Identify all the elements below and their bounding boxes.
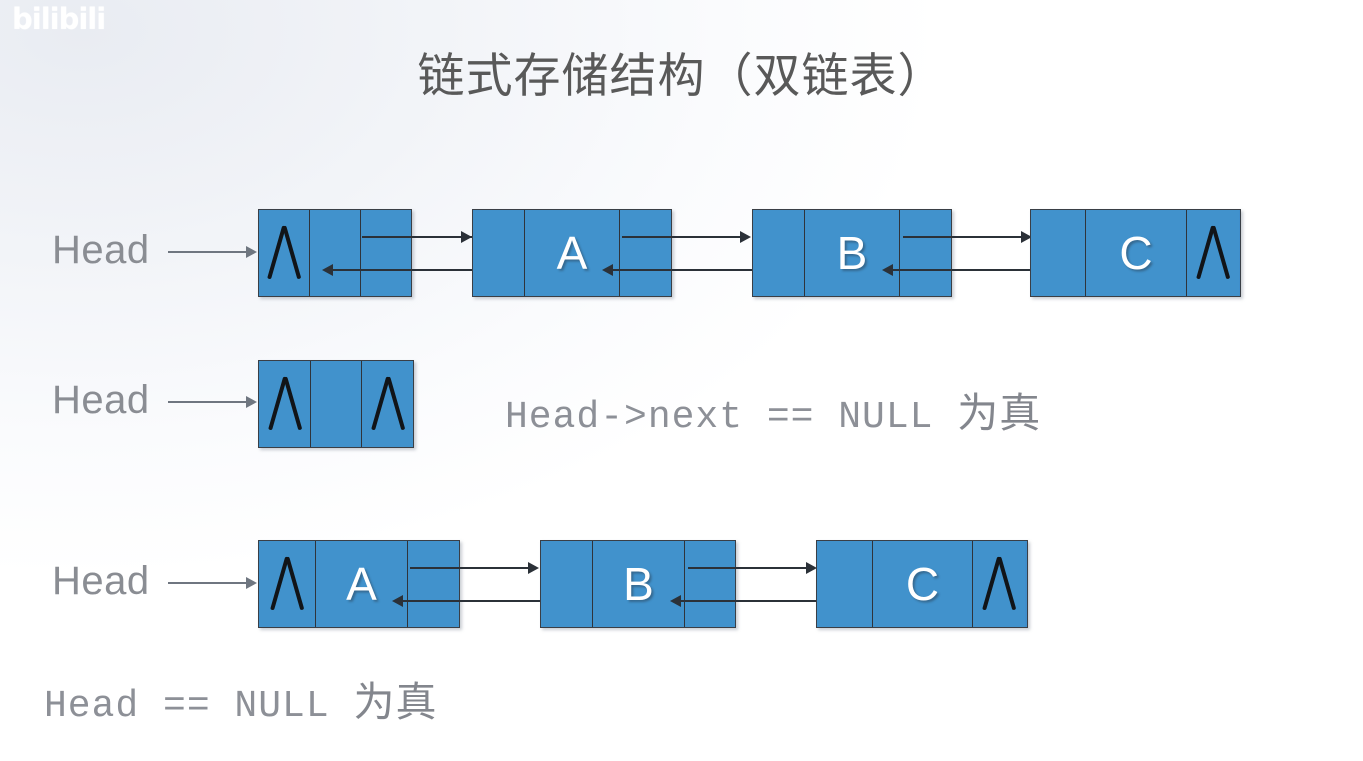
next-link-4-arrowhead	[528, 562, 539, 574]
cell-prev-null	[259, 210, 310, 296]
node-c[interactable]: C	[1030, 209, 1241, 297]
prev-link-5-arrowhead	[670, 595, 681, 607]
cell-sentinel-prev-null	[259, 361, 311, 447]
caption-head-next-null: Head->next == NULL 为真	[505, 379, 1041, 439]
null-mark-icon	[982, 556, 1016, 611]
node-head-sentinel[interactable]	[258, 209, 412, 297]
null-mark-icon	[267, 225, 301, 280]
prev-link-3-line	[888, 269, 1058, 272]
prev-link-2-arrowhead	[602, 264, 613, 276]
prev-link-1-arrowhead	[322, 264, 333, 276]
cell-b-prev	[753, 210, 805, 296]
cell-c2-next-null	[973, 541, 1025, 627]
next-link-3-line	[903, 236, 1025, 239]
cell-b-next	[900, 210, 951, 296]
prev-link-4-line	[398, 600, 566, 603]
node-b[interactable]: B	[752, 209, 952, 297]
head-arrow-line-row1	[168, 251, 246, 254]
cell-b2-data: B	[593, 541, 685, 627]
bilibili-watermark: bilibili	[12, 2, 106, 36]
page-title: 链式存储结构（双链表）	[417, 49, 946, 104]
node-b2[interactable]: B	[540, 540, 736, 628]
head-label-row1: Head	[52, 228, 150, 272]
prev-link-3-arrowhead	[882, 264, 893, 276]
null-mark-icon	[267, 376, 302, 431]
cell-a2-data: A	[316, 541, 408, 627]
next-link-4-line	[410, 567, 532, 570]
caption-head-next-null-cn: 为真	[957, 389, 1042, 437]
caption-head-null-cn: 为真	[353, 678, 438, 726]
prev-link-1-line	[328, 269, 496, 272]
null-mark-icon	[270, 556, 305, 611]
cell-a-prev	[473, 210, 525, 296]
caption-head-null: Head == NULL 为真	[44, 668, 437, 728]
head-arrow-line-row2	[168, 401, 246, 404]
cell-b2-next	[685, 541, 735, 627]
node-a[interactable]: A	[472, 209, 672, 297]
null-mark-icon	[370, 376, 405, 431]
head-arrow-tip-row2	[246, 396, 257, 408]
next-link-2-arrowhead	[740, 231, 751, 243]
head-arrow-tip-row3	[246, 577, 257, 589]
cell-a2-next	[407, 541, 460, 627]
caption-head-next-null-code: Head->next == NULL	[505, 396, 934, 439]
cell-c-data: C	[1086, 210, 1187, 296]
cell-b-data: B	[805, 210, 900, 296]
node-c2[interactable]: C	[816, 540, 1028, 628]
head-label-row2: Head	[52, 378, 150, 422]
next-link-1-line	[362, 236, 472, 239]
cell-b2-prev	[541, 541, 593, 627]
node-a2[interactable]: A	[258, 540, 460, 628]
next-link-5-arrowhead	[806, 562, 817, 574]
cell-c2-prev	[817, 541, 873, 627]
prev-link-2-line	[608, 269, 778, 272]
head-label-row3: Head	[52, 559, 150, 603]
head-arrow-line-row3	[168, 582, 246, 585]
cell-a2-prev-null	[259, 541, 317, 627]
node-empty-sentinel[interactable]	[258, 360, 414, 448]
cell-next-pointer	[361, 210, 411, 296]
prev-link-5-line	[676, 600, 842, 603]
cell-sentinel-next-null	[362, 361, 413, 447]
prev-link-4-arrowhead	[392, 595, 403, 607]
next-link-1-arrowhead	[461, 231, 472, 243]
cell-c-prev	[1031, 210, 1086, 296]
null-mark-icon	[1196, 225, 1230, 280]
cell-data-empty	[310, 210, 361, 296]
cell-sentinel-data-empty	[311, 361, 362, 447]
next-link-3-arrowhead	[1021, 231, 1032, 243]
cell-a-data: A	[525, 210, 620, 296]
next-link-2-line	[622, 236, 744, 239]
next-link-5-line	[688, 567, 810, 570]
caption-head-null-code: Head == NULL	[44, 685, 330, 728]
cell-a-next	[620, 210, 671, 296]
cell-c2-data: C	[873, 541, 973, 627]
cell-c-next-null	[1187, 210, 1239, 296]
head-arrow-tip-row1	[246, 246, 257, 258]
